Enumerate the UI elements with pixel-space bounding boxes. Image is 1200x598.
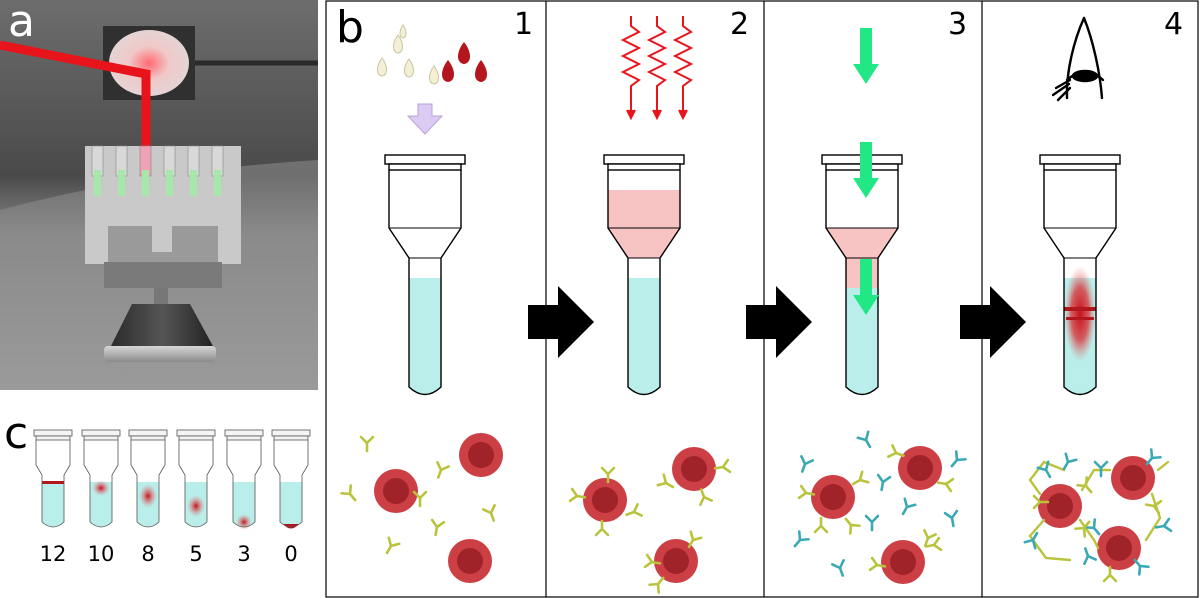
secondary-antibody — [1133, 558, 1150, 576]
antibody-bound — [643, 553, 662, 569]
panel-b: b 1 2 3 4 — [325, 0, 1199, 598]
antibody-bound — [851, 470, 870, 486]
tube-label-6: 0 — [284, 542, 297, 566]
secondary-antibody — [800, 455, 814, 473]
panel-c-label: c — [4, 408, 28, 459]
panel-a: a — [0, 0, 318, 390]
secondary-antibody — [793, 530, 810, 548]
antibody-bound — [594, 519, 610, 537]
antibody-bound — [887, 444, 905, 458]
mini-tube-1 — [33, 429, 73, 528]
antibody-bound — [600, 466, 616, 484]
antibody-bound — [1102, 565, 1118, 583]
panel-c: c 12 10 8 5 3 0 — [4, 408, 311, 566]
red-blood-cell — [898, 446, 942, 490]
secondary-antibody — [1083, 547, 1097, 565]
antibody-free — [436, 461, 450, 479]
step-number-2: 2 — [730, 7, 749, 42]
antibody-bound — [797, 484, 816, 500]
antibody-bound — [687, 530, 703, 549]
tube-label-1: 12 — [40, 542, 67, 566]
antibody-bound — [844, 517, 861, 535]
tube-label-2: 10 — [88, 542, 115, 566]
secondary-antibody — [1145, 448, 1162, 466]
plasma-drop-icons — [377, 24, 439, 85]
antibody-free — [359, 435, 375, 453]
antibody-free — [430, 518, 446, 537]
antibody-bound — [924, 536, 943, 552]
mini-tube-3 — [128, 429, 168, 528]
step-number-3: 3 — [948, 7, 967, 42]
secondary-antibody — [901, 497, 917, 516]
mini-tube-5 — [224, 429, 264, 530]
red-blood-cell — [448, 539, 492, 583]
tube-label-4: 5 — [189, 542, 202, 566]
red-blood-cell — [1038, 484, 1082, 528]
antibody-bound — [568, 487, 587, 503]
tube-label-3: 8 — [141, 542, 154, 566]
antibody-free — [385, 536, 401, 555]
red-blood-cell — [1111, 456, 1155, 500]
secondary-antibody — [943, 509, 959, 528]
secondary-antibody — [1154, 517, 1173, 533]
test-tube-2 — [603, 154, 685, 396]
lilac-down-arrow-icon — [406, 103, 444, 135]
panel-b-label: b — [336, 2, 364, 53]
tube-label-row: 12 10 8 5 3 0 — [40, 542, 298, 566]
red-blood-cell — [583, 478, 627, 522]
antibody-bound — [699, 488, 713, 506]
tube-row — [33, 429, 311, 530]
tube-label-5: 3 — [237, 542, 250, 566]
test-tube-4 — [1039, 154, 1121, 396]
secondary-antibody — [1023, 531, 1039, 550]
red-blood-cell — [654, 539, 698, 583]
mini-tube-2 — [81, 429, 121, 528]
antibody-bound — [936, 477, 955, 493]
antibody-free — [482, 504, 496, 522]
antibody-bound — [1074, 520, 1091, 538]
antibody-bound — [1032, 494, 1050, 510]
eye-observer-icon — [1051, 16, 1105, 102]
test-tube-1 — [384, 154, 466, 396]
red-blood-cell — [374, 469, 418, 513]
antibody-bound — [1076, 476, 1093, 494]
secondary-antibody — [831, 559, 845, 577]
antibody-bound — [868, 556, 887, 572]
blood-drop-icons — [442, 42, 487, 82]
antibody-bound — [656, 473, 675, 489]
mini-tube-4 — [176, 429, 216, 528]
red-blood-cell — [881, 540, 925, 584]
red-blood-cell — [1097, 526, 1141, 570]
secondary-antibody — [1036, 460, 1052, 479]
secondary-antibody — [876, 473, 892, 492]
antibody-bound — [1144, 499, 1163, 515]
red-blood-cell — [672, 447, 716, 491]
step-number-1: 1 — [514, 7, 533, 42]
secondary-antibody — [950, 450, 967, 468]
secondary-antibody — [864, 514, 880, 532]
panel-a-label: a — [8, 0, 35, 47]
secondary-antibody — [856, 430, 872, 449]
antibody-free — [412, 490, 428, 508]
antibody-free — [340, 484, 357, 502]
antibody-bound — [923, 529, 937, 547]
mini-tube-6 — [271, 429, 311, 529]
secondary-antibody — [1093, 460, 1109, 478]
antibody-bound — [648, 576, 665, 594]
antibody-bound — [813, 516, 829, 534]
red-blood-cell — [811, 475, 855, 519]
secondary-antibody — [1084, 518, 1101, 536]
cell-illustrations — [340, 430, 1173, 594]
step-number-4: 4 — [1164, 7, 1183, 42]
antibody-bound — [713, 458, 732, 474]
antibody-bound — [625, 503, 643, 517]
secondary-antibody — [1062, 452, 1078, 471]
red-blood-cell — [459, 433, 503, 477]
